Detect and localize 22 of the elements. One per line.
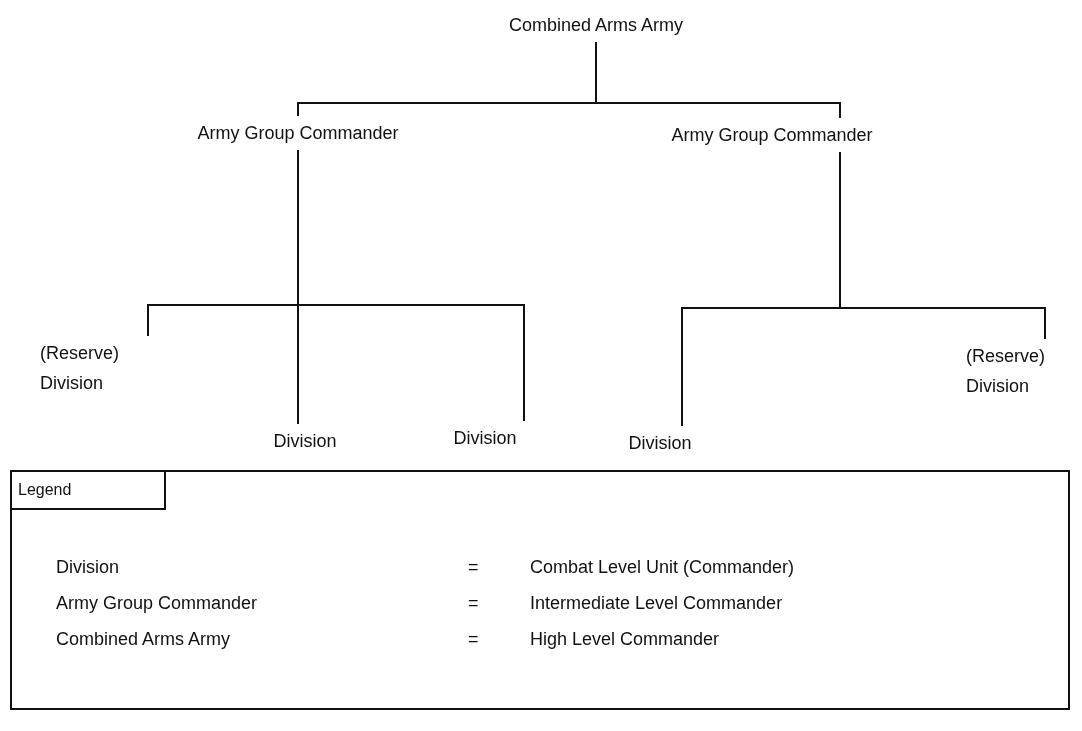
connector-line [297,149,525,422]
legend-definition: Combat Level Unit (Commander) [530,556,795,579]
legend-definition: High Level Commander [530,628,720,651]
equals-sign: = [468,628,480,651]
legend-definition: Intermediate Level Commander [530,592,783,615]
legend-term: Division [56,556,121,579]
legend-term: Combined Arms Army [56,628,232,651]
unit-label: (Reserve) Division [966,341,1076,401]
unit-label: Division [245,426,365,456]
unit-label: Division [425,423,545,453]
unit-label: Division [600,428,720,458]
unit-label: Combined Arms Army [466,10,726,40]
legend-term: Army Group Commander [56,592,259,615]
equals-sign: = [468,592,480,615]
unit-label: Army Group Commander [138,118,458,148]
unit-label: Army Group Commander [622,120,922,150]
legend-panel [10,470,1070,710]
connector-line [839,151,1046,340]
connector-line [595,41,841,119]
legend-heading: Legend [18,480,72,500]
equals-sign: = [468,556,480,579]
unit-label: (Reserve) Division [40,338,154,398]
